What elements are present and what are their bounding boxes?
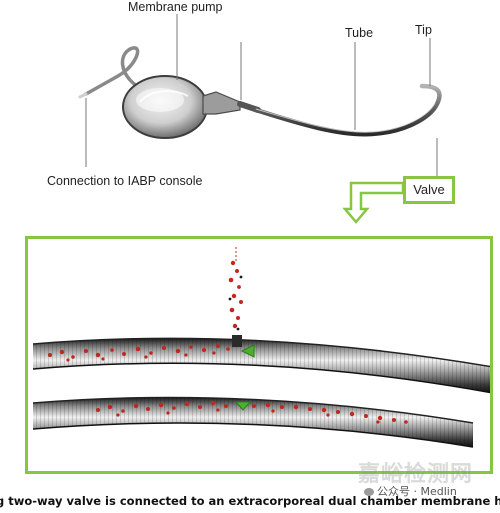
callout-arrow [342, 181, 405, 224]
tube-label: Tube [345, 26, 374, 40]
wechat-watermark-text: 公众号 · Medlin [377, 485, 457, 498]
blood-cells-stream [228, 260, 243, 329]
valve-label: Valve [413, 182, 445, 197]
valve-flap-lower [234, 401, 252, 411]
device-illustration [78, 14, 442, 224]
wechat-icon [364, 488, 374, 496]
valve-label-box: Valve [403, 176, 455, 204]
upper-tube [32, 337, 490, 394]
wechat-watermark: 公众号 · Medlin [362, 483, 459, 499]
connection-label: Connection to IABP console [47, 174, 203, 188]
blood-cells-lower [96, 400, 408, 424]
valve-flap-upper [240, 344, 255, 358]
membrane-pump-label: Membrane pump [128, 0, 223, 14]
valve-side-port [232, 335, 242, 347]
lower-tube [32, 396, 474, 448]
figure-caption: g two-way valve is connected to an extra… [0, 494, 500, 508]
console-connection-tube [84, 46, 142, 96]
watermark-text: 嘉峪检测网 [358, 462, 474, 487]
catheter-tube [253, 83, 442, 137]
valve-detail-panel [25, 236, 493, 474]
tip-label: Tip [415, 23, 432, 37]
blood-cells-upper [48, 344, 230, 362]
valve-detail-illustration [32, 247, 490, 448]
